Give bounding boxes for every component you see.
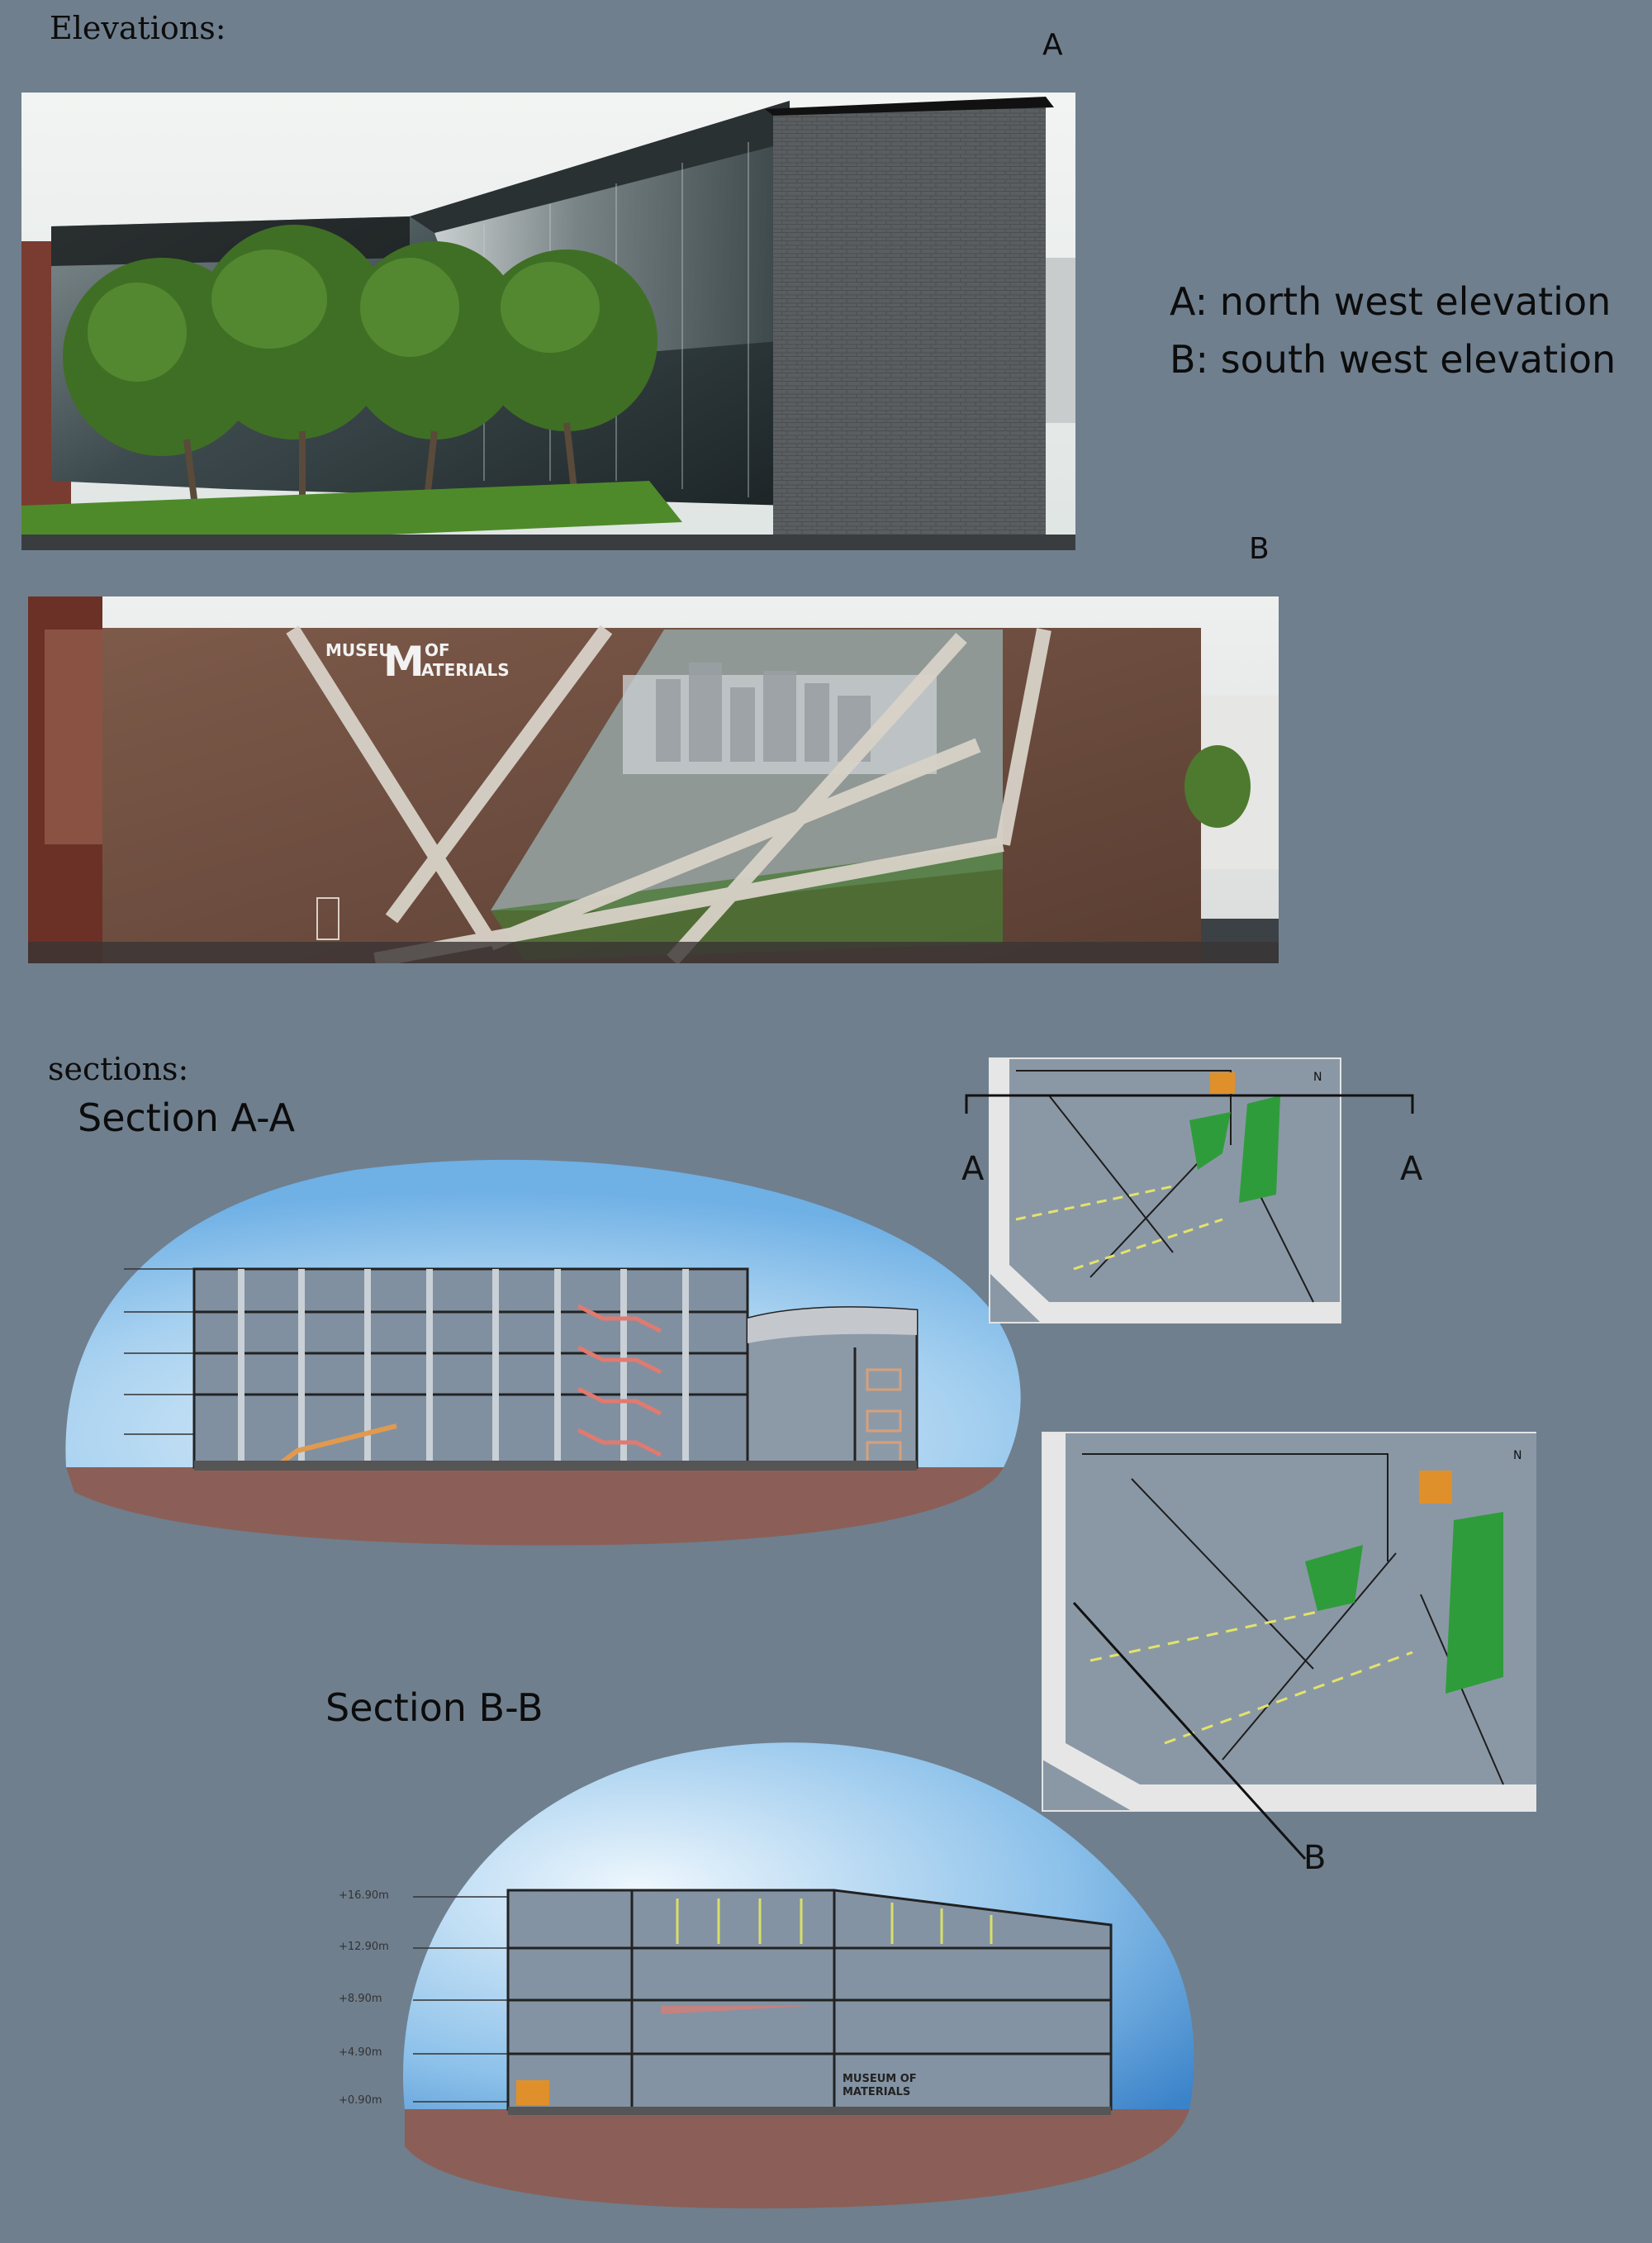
elevation-a-render bbox=[21, 93, 1075, 550]
bb-museum-sign-line2: MATERIALS bbox=[843, 2086, 910, 2098]
bb-level-label: +0.90m bbox=[339, 2094, 382, 2107]
north-marker: N bbox=[1313, 1071, 1322, 1084]
museum-sign-m: M bbox=[383, 638, 425, 686]
elevations-heading: Elevations: bbox=[50, 10, 226, 46]
museum-sign-materials: ATERIALS bbox=[421, 660, 510, 680]
plan-cut-a-right: A bbox=[1400, 1150, 1423, 1188]
legend-item-b: B: south west elevation bbox=[1170, 337, 1616, 382]
elevation-b-render: MUSEU M OF ATERIALS bbox=[28, 596, 1279, 963]
elevation-a-label: A bbox=[1042, 28, 1063, 62]
section-aa-title: Section A-A bbox=[78, 1095, 296, 1140]
elevation-legend: A: north west elevation B: south west el… bbox=[1170, 273, 1616, 388]
museum-sign-left: MUSEU bbox=[325, 640, 392, 660]
north-marker: N bbox=[1513, 1449, 1521, 1462]
bb-level-label: +12.90m bbox=[339, 1941, 389, 1953]
plan-aa-key: A A N bbox=[961, 1057, 1423, 1323]
bb-level-label: +8.90m bbox=[339, 1993, 382, 2005]
plan-cut-a-left: A bbox=[961, 1150, 985, 1188]
bb-level-label: +16.90m bbox=[339, 1889, 389, 1902]
section-aa-drawing bbox=[65, 1159, 1021, 1546]
plan-bb-key: B B N bbox=[1042, 1432, 1536, 1877]
museum-sign-of: OF bbox=[425, 640, 450, 660]
legend-item-a: A: north west elevation bbox=[1170, 279, 1612, 324]
sections-heading: sections: bbox=[48, 1051, 189, 1087]
bb-level-label: +4.90m bbox=[339, 2046, 382, 2059]
plan-cut-b-bottom: B bbox=[1303, 1839, 1326, 1877]
section-bb-title: Section B-B bbox=[325, 1685, 544, 1730]
elevation-b-label: B bbox=[1249, 532, 1270, 566]
bb-museum-sign-line1: MUSEUM OF bbox=[843, 2073, 917, 2085]
section-bb-drawing: MUSEUM OF MATERIALS +16.90m +12.90m +8.9… bbox=[339, 1742, 1194, 2209]
